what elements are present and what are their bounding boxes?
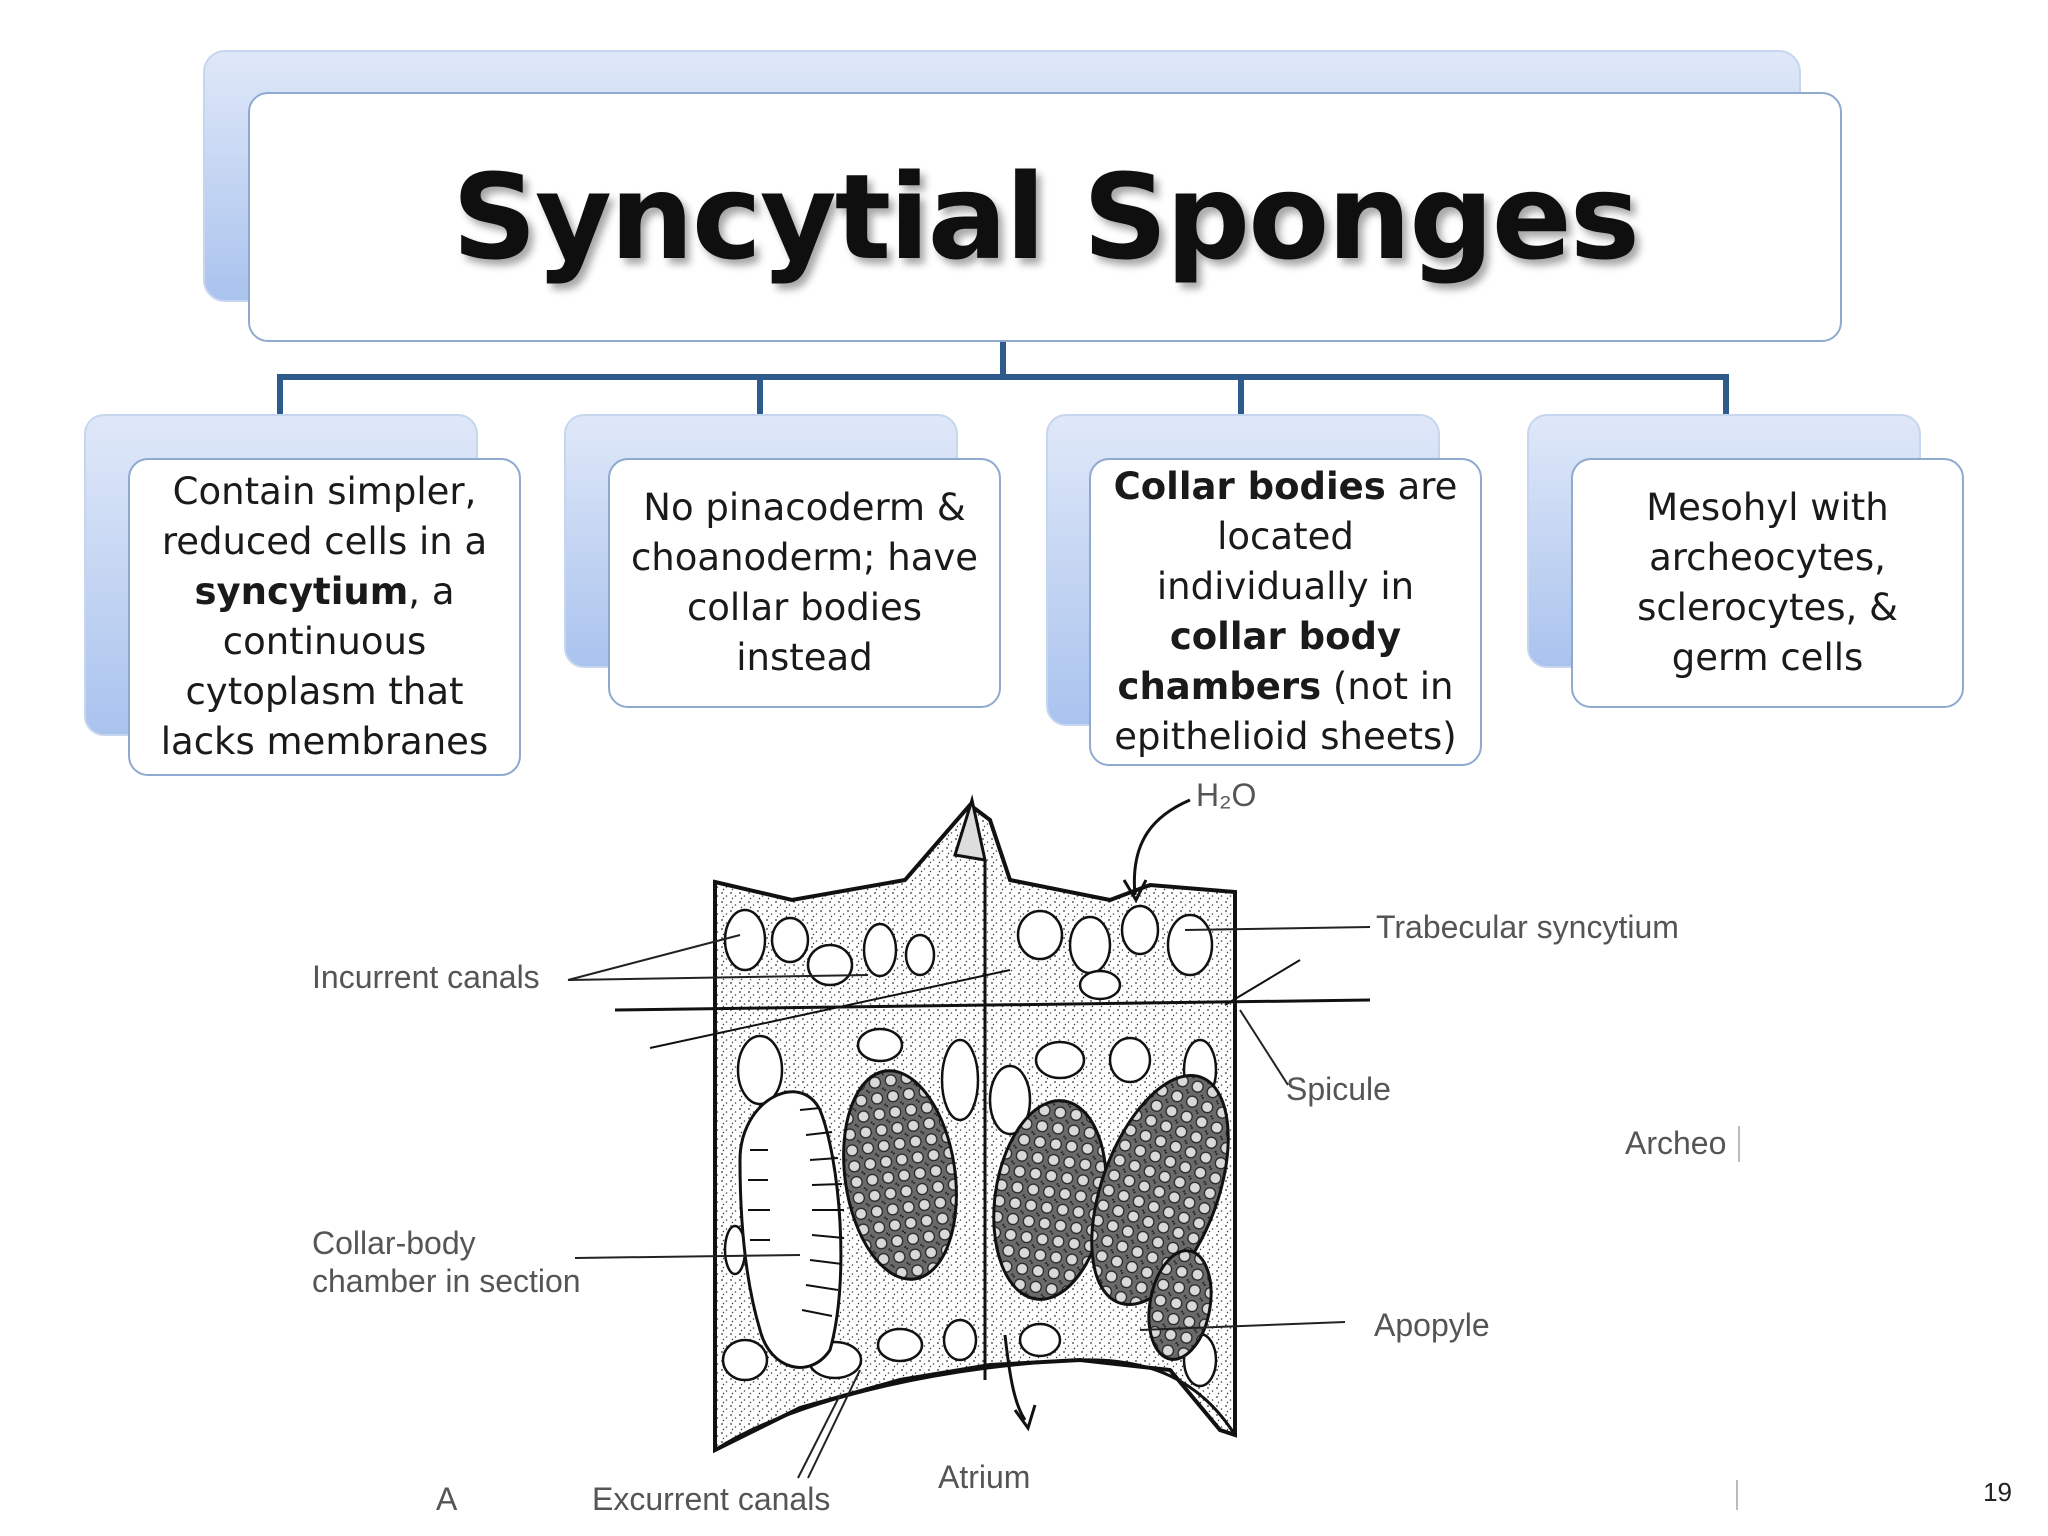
- box-line: located: [1217, 512, 1354, 562]
- atrium-arrow: [1003, 1334, 1027, 1421]
- box-line: Mesohyl with: [1646, 483, 1889, 533]
- connector-drop-2: [757, 374, 763, 416]
- text-segment: cytoplasm that: [185, 670, 464, 713]
- box-line: instead: [736, 633, 872, 683]
- label-apopyle: Apopyle: [1374, 1307, 1490, 1343]
- box-4-text: Mesohyl with archeocytes, sclerocytes, & ge…: [1573, 460, 1962, 706]
- box-line: No pinacoderm &: [643, 483, 965, 533]
- bold-term: chambers: [1117, 665, 1322, 708]
- connector-drop-1: [277, 374, 283, 416]
- box-line: sclerocytes, &: [1637, 583, 1898, 633]
- label-archeo: Archeo: [1625, 1125, 1727, 1161]
- label-h2o: H₂O: [1196, 777, 1257, 813]
- label-excurrent-canals: Excurrent canals: [592, 1481, 831, 1517]
- box-line: Collar bodies are: [1114, 462, 1458, 512]
- text-segment: epithelioid sheets): [1114, 715, 1457, 758]
- bold-term: Collar bodies: [1113, 465, 1386, 508]
- box-line: collar bodies: [687, 583, 922, 633]
- box-line: continuous: [223, 617, 426, 667]
- box-line: archeocytes,: [1649, 533, 1886, 583]
- box-line: chambers (not in: [1118, 662, 1454, 712]
- leader-lines: [567, 926, 1371, 1479]
- title-card: Syncytial Sponges: [248, 92, 1842, 342]
- h2o-arrow: [1132, 798, 1191, 896]
- page-number: 19: [1983, 1477, 2012, 1507]
- bold-term: syncytium: [194, 570, 409, 613]
- label-collar-body-2: chamber in section: [312, 1263, 581, 1299]
- box-line: syncytium, a: [194, 567, 454, 617]
- bold-term: collar body: [1169, 615, 1402, 658]
- text-segment: continuous: [222, 620, 427, 663]
- label-incurrent-canals: Incurrent canals: [312, 959, 540, 995]
- label-panel-a: A: [436, 1481, 458, 1517]
- text-segment: , a: [408, 570, 455, 613]
- text-segment: individually in: [1156, 565, 1415, 608]
- connector-bar: [277, 374, 1729, 380]
- text-segment: archeocytes,: [1649, 536, 1886, 579]
- collar-chamber-section: [738, 1090, 845, 1369]
- box-2: No pinacoderm & choanoderm; have collar bo…: [608, 458, 1001, 708]
- box-line: lacks membranes: [161, 717, 488, 767]
- text-segment: are: [1385, 465, 1458, 508]
- connector-drop-3: [1238, 374, 1244, 416]
- text-segment: collar bodies: [686, 586, 923, 629]
- text-segment: germ cells: [1671, 636, 1864, 679]
- connector-stem: [1000, 342, 1006, 378]
- text-segment: No pinacoderm &: [643, 486, 966, 529]
- text-segment: choanoderm; have: [630, 536, 979, 579]
- box-2-text: No pinacoderm & choanoderm; have collar bo…: [610, 460, 999, 706]
- text-segment: lacks membranes: [160, 720, 489, 763]
- text-segment: sclerocytes, &: [1637, 586, 1898, 629]
- box-line: collar body: [1170, 612, 1401, 662]
- text-segment: instead: [736, 636, 873, 679]
- connector-drop-4: [1723, 374, 1729, 416]
- text-segment: Contain simpler,: [172, 470, 477, 513]
- text-segment: located: [1217, 515, 1354, 558]
- box-line: germ cells: [1672, 633, 1864, 683]
- label-collar-body-1: Collar-body: [312, 1225, 476, 1261]
- page-title: Syncytial Sponges: [451, 148, 1640, 286]
- label-trabecular-syncytium: Trabecular syncytium: [1376, 909, 1679, 945]
- text-segment: Mesohyl with: [1646, 486, 1889, 529]
- text-segment: (not in: [1321, 665, 1454, 708]
- box-line: reduced cells in a: [162, 517, 487, 567]
- box-line: cytoplasm that: [185, 667, 463, 717]
- footer-divider: [1736, 1480, 1738, 1510]
- collar-chambers: [842, 1069, 1230, 1361]
- box-line: Contain simpler,: [173, 467, 477, 517]
- crop-edge: [1738, 1126, 1740, 1162]
- text-segment: reduced cells in a: [161, 520, 488, 563]
- label-spicule: Spicule: [1286, 1071, 1391, 1107]
- box-line: individually in: [1157, 562, 1414, 612]
- label-atrium: Atrium: [938, 1459, 1031, 1495]
- box-4: Mesohyl with archeocytes, sclerocytes, & ge…: [1571, 458, 1964, 708]
- box-line: choanoderm; have: [631, 533, 978, 583]
- box-line: epithelioid sheets): [1114, 712, 1456, 762]
